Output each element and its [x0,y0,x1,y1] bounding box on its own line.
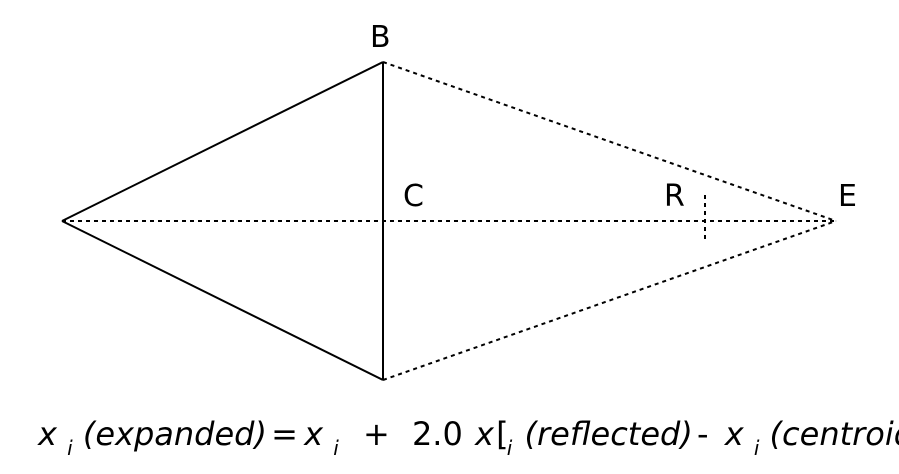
edge-left-to-b [61,61,384,222]
expansion-formula: x i (expanded) = x i + 2.0 x [ i (reflec… [37,415,899,463]
formula-sub-2: i [333,436,339,460]
formula-reflected: (reflected) [525,415,693,453]
formula-centroid: (centroid) [770,415,899,453]
formula-minus: - [697,415,709,453]
formula-sub-1: i [67,436,73,460]
point-label-r: R [664,179,685,214]
point-label-e: E [838,179,857,214]
formula-var-1: x [37,415,58,453]
formula-plus: + [363,415,390,453]
dotted-edge-bottom-to-e [382,220,837,381]
point-label-b: B [370,20,391,55]
formula-sub-3: i [507,436,513,460]
dotted-edge-b-to-e [382,61,837,222]
formula-sub-4: i [754,436,760,460]
formula-var-3: x [474,415,495,453]
formula-coefficient: 2.0 [412,415,463,453]
formula-var-4: x [724,415,745,453]
formula-var-2: x [303,415,324,453]
formula-expanded: (expanded) [83,415,267,453]
edge-left-to-bottom [61,220,384,381]
point-label-c: C [403,179,424,214]
formula-equals: = [271,415,298,453]
formula-open-bracket: [ [496,415,508,453]
